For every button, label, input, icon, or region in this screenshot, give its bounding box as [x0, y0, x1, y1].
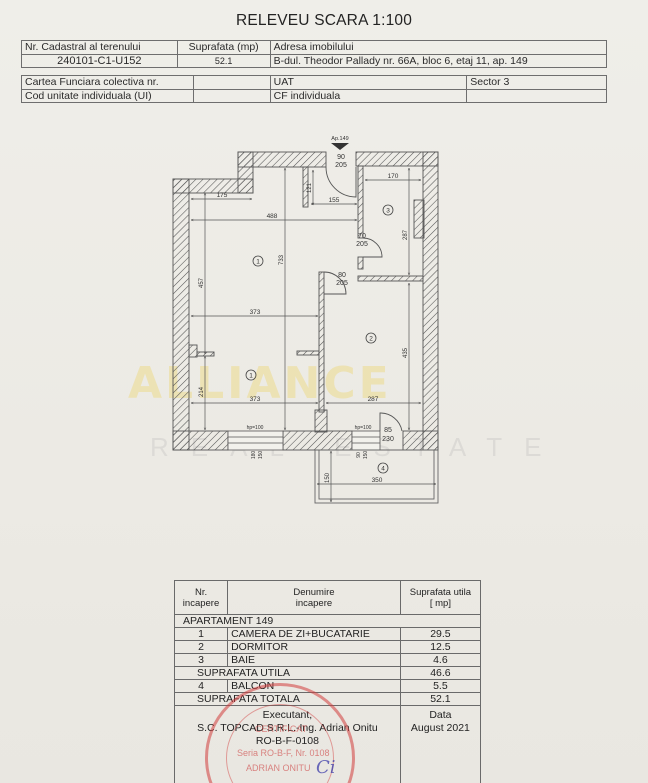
- svg-text:350: 350: [372, 477, 383, 484]
- svg-text:287: 287: [368, 396, 379, 403]
- table-row: 3 BAIE 4.6: [173, 653, 482, 667]
- svg-text:150: 150: [363, 451, 369, 460]
- svg-text:85: 85: [384, 427, 392, 434]
- cadastral-value: 240101-C1-U152: [21, 53, 178, 68]
- document-title: RELEVEU SCARA 1:100: [235, 12, 413, 29]
- entrance-marker: [331, 143, 349, 150]
- svg-text:90: 90: [356, 452, 362, 458]
- svg-text:150: 150: [325, 472, 331, 483]
- svg-text:435: 435: [403, 347, 409, 358]
- header-area: Suprafata utila[ mp]: [399, 580, 482, 615]
- cf-individual-value: [466, 88, 607, 103]
- room-number-2: 2: [369, 336, 373, 343]
- header-nr: Nr.incapere: [173, 580, 229, 615]
- svg-text:457: 457: [199, 277, 205, 288]
- signature-row: Executant, S.C. TOPCAD S.R.L.-Ing. Adria…: [174, 705, 482, 783]
- header-table-bottom: Cartea Funciara colectiva nr. UAT Sector…: [21, 75, 607, 103]
- svg-text:90: 90: [337, 154, 345, 161]
- svg-text:170: 170: [388, 173, 399, 180]
- cf-individual-label: CF individuala: [269, 88, 468, 103]
- header-table-top: Nr. Cadastral al terenului Suprafata (mp…: [21, 40, 608, 68]
- walls: [172, 151, 439, 451]
- room-number-4: 4: [381, 466, 385, 473]
- room-number-3: 3: [386, 208, 390, 215]
- svg-text:175: 175: [217, 192, 228, 199]
- address-value: B-dul. Theodor Pallady nr. 66A, bloc 6, …: [269, 53, 608, 68]
- ui-code-label: Cod unitate individuala (UI): [21, 88, 194, 103]
- usable-area-row: SUPRAFATA UTILA 46.6: [174, 666, 482, 680]
- room-circles: [245, 204, 394, 474]
- svg-text:287: 287: [403, 229, 409, 240]
- executant-block: Executant, S.C. TOPCAD S.R.L.-Ing. Adria…: [174, 705, 401, 783]
- table-row: 4 BALCON 5.5: [173, 679, 482, 693]
- room-number-1b: 1: [249, 373, 253, 380]
- date-block: Data August 2021: [399, 705, 482, 783]
- balcony-outline: [314, 449, 439, 504]
- plan-labels: 1 1 2 3 4 Ap.149 90 205 70 205 80 205 85…: [199, 136, 409, 484]
- svg-text:205: 205: [335, 162, 347, 169]
- svg-text:733: 733: [279, 254, 285, 265]
- entrance-label: Ap.149: [331, 136, 348, 142]
- svg-text:230: 230: [382, 436, 394, 443]
- apartment-label: APARTAMENT 149: [174, 614, 481, 628]
- dimension-lines: [191, 168, 436, 502]
- svg-text:373: 373: [250, 309, 261, 316]
- svg-text:70: 70: [358, 233, 366, 240]
- svg-text:hp=100: hp=100: [247, 425, 264, 431]
- svg-text:488: 488: [267, 213, 278, 220]
- svg-text:150: 150: [258, 451, 264, 460]
- table-row: 2 DORMITOR 12.5: [173, 640, 482, 654]
- svg-text:180: 180: [251, 451, 257, 460]
- address-label: Adresa imobilului: [269, 40, 608, 55]
- svg-text:214: 214: [199, 386, 205, 397]
- svg-text:205: 205: [336, 280, 348, 287]
- svg-text:80: 80: [338, 272, 346, 279]
- svg-text:155: 155: [329, 197, 340, 204]
- room-number-1a: 1: [256, 259, 260, 266]
- door-swings: [323, 166, 403, 432]
- svg-text:373: 373: [250, 396, 261, 403]
- windows: [227, 430, 381, 451]
- total-area-row: SUPRAFATA TOTALA 52.1: [174, 692, 482, 706]
- svg-text:hp=100: hp=100: [355, 425, 372, 431]
- svg-text:205: 205: [356, 241, 368, 248]
- area-value: 52.1: [176, 53, 271, 68]
- svg-text:121: 121: [307, 182, 313, 193]
- table-row: 1 CAMERA DE ZI+BUCATARIE 29.5: [173, 627, 482, 641]
